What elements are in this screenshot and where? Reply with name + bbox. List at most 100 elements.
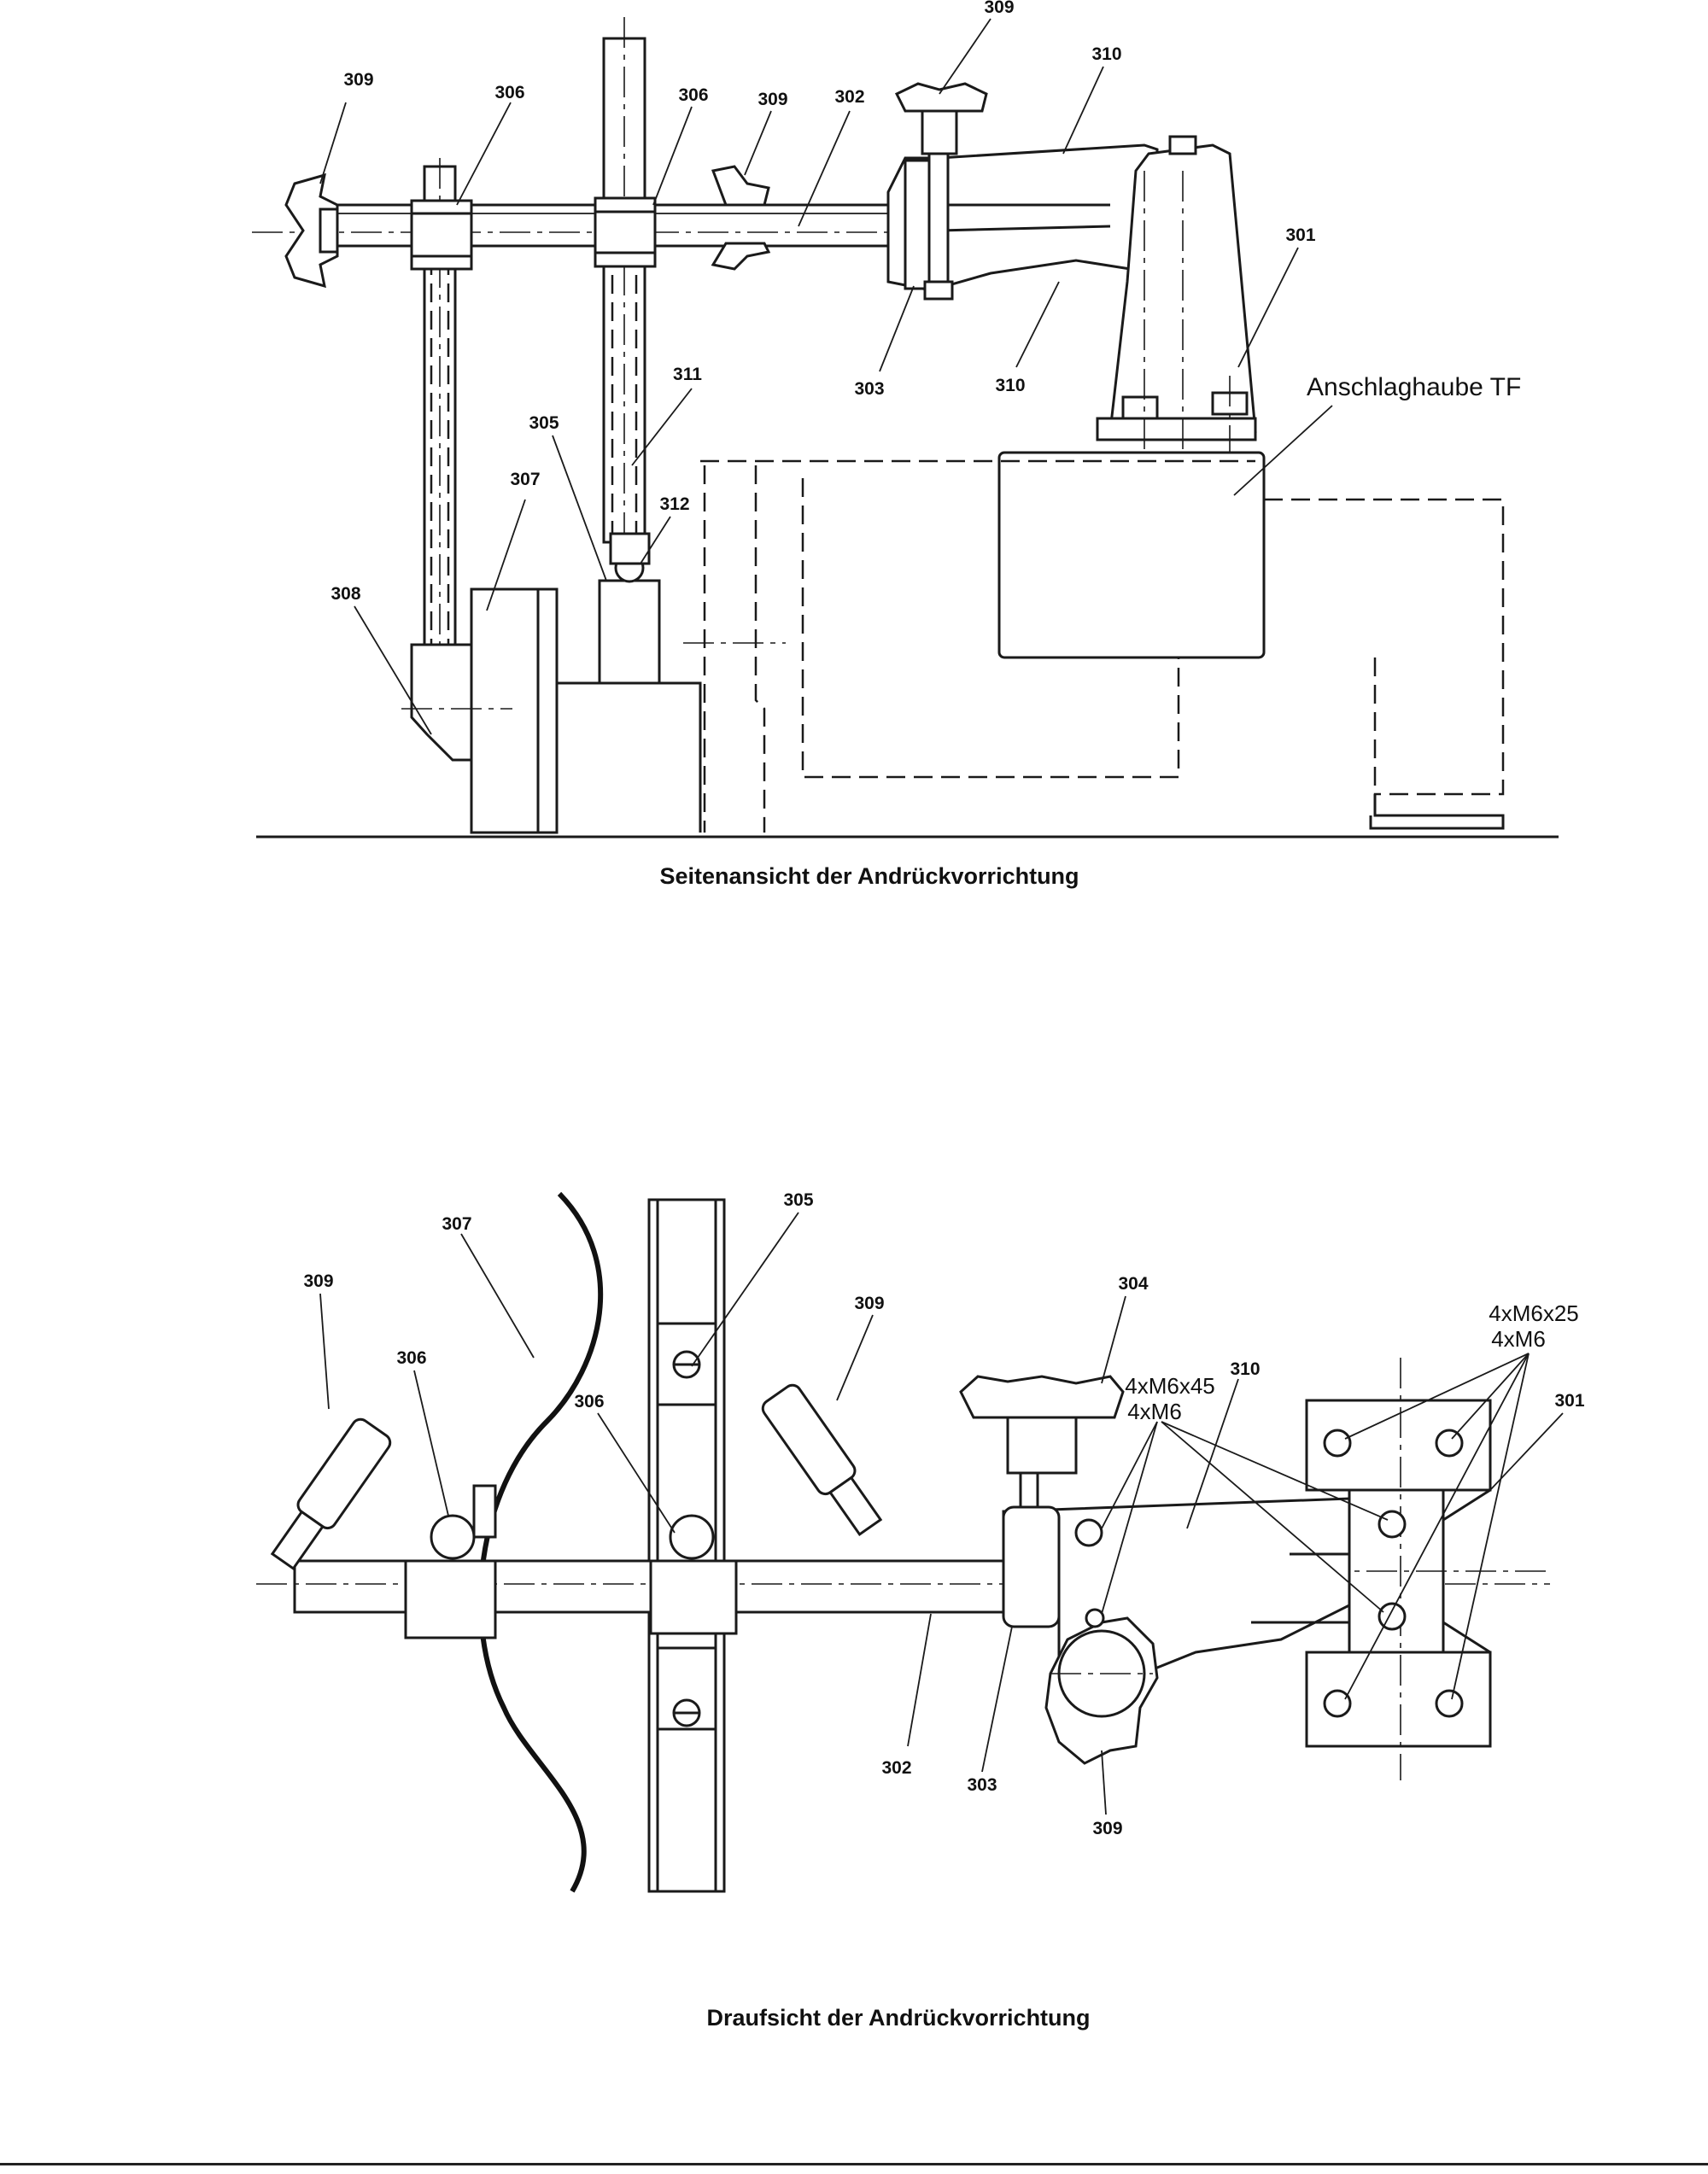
label-303-top-view: 303 (967, 1775, 997, 1795)
leader-line (1101, 1295, 1126, 1384)
screw-m6x45-3 (1378, 1602, 1407, 1631)
screw-m6x25-4 (1435, 1689, 1464, 1718)
knob-stem (828, 1476, 883, 1536)
leader-line (1489, 1412, 1564, 1491)
screw-m6x25-1 (1323, 1429, 1352, 1458)
leader-line (1344, 1353, 1530, 1440)
support-block (557, 681, 702, 833)
note-4xm6-left: 4xM6 (1127, 1399, 1182, 1424)
top-view: 305 307 309 309 304 306 306 310 301 302 … (256, 1190, 1585, 2031)
angled-knob-309-right (761, 1383, 883, 1536)
screw-shaft (927, 152, 950, 292)
caption-top-view: Draufsicht der Andrückvorrichtung (706, 2005, 1090, 2031)
leader-line (836, 1314, 874, 1401)
label-304-top: 304 (1118, 1274, 1148, 1294)
leader-line (1186, 1378, 1239, 1529)
base-screw (1121, 395, 1159, 420)
leader-line (907, 1613, 932, 1747)
clamp-block-left (404, 1559, 497, 1639)
star-knob-309-middle-bottom (711, 242, 771, 271)
knob-pin (1085, 1608, 1105, 1628)
knob-body (761, 1383, 857, 1496)
leader-line (879, 285, 915, 372)
clamp-block-right (649, 1559, 738, 1635)
label-309-bottom: 309 (1092, 1819, 1122, 1838)
knob-stem (921, 109, 958, 155)
label-307: 307 (510, 470, 540, 489)
leader-line (744, 110, 772, 176)
holder-308 (410, 643, 473, 762)
note-4xm6x25: 4xM6x25 (1489, 1300, 1579, 1326)
arm-edge (1251, 1552, 1349, 1624)
leader-line (691, 1212, 799, 1367)
leader-line (640, 516, 671, 564)
leader-line (319, 1293, 330, 1410)
label-302-top-view: 302 (881, 1758, 911, 1778)
label-308: 308 (330, 584, 360, 604)
label-309-left: 309 (343, 70, 373, 90)
label-309-top-right: 309 (854, 1294, 884, 1313)
leader-line (631, 388, 693, 466)
label-301-top-view: 301 (1554, 1391, 1584, 1411)
hidden-outline (754, 465, 766, 833)
clamp-jaw-303-top (1002, 1505, 1061, 1628)
label-312: 312 (659, 494, 689, 514)
label-306-right: 306 (678, 85, 708, 105)
label-306-left: 306 (494, 83, 524, 102)
hidden-outline (801, 478, 1180, 779)
curved-workpiece-307 (477, 1191, 604, 1893)
leader-line (1237, 247, 1299, 368)
label-303: 303 (854, 379, 884, 399)
clamp-block-306-left (410, 199, 473, 271)
clamp-pivot-right (669, 1514, 715, 1560)
knob-stem (270, 1510, 325, 1570)
plate-307 (470, 587, 559, 834)
clamp-pivot-left (430, 1514, 476, 1560)
page-bottom-rule (0, 2163, 1708, 2165)
arm-edge (939, 225, 1111, 232)
base-edge (1442, 1621, 1491, 1654)
anschlaghaube-housing (997, 451, 1266, 659)
label-310-top-view: 310 (1230, 1359, 1260, 1379)
screw-m6x25-3 (1323, 1689, 1352, 1718)
leader-line (552, 435, 607, 581)
leader-line (1451, 1353, 1530, 1700)
knob-304 (959, 1375, 1125, 1419)
clamp-block-306-right (594, 196, 657, 268)
leader-line (413, 1370, 449, 1517)
leader-line (597, 1412, 676, 1534)
label-306-top-left: 306 (396, 1348, 426, 1368)
knob-stem (1006, 1416, 1078, 1475)
clamp-tab (472, 1484, 497, 1539)
leader-line (1101, 1750, 1107, 1815)
leader-line (1161, 1421, 1389, 1521)
pressure-block-305 (598, 579, 661, 685)
screw-m6x45-1 (1074, 1518, 1103, 1547)
star-knob-309-left (284, 172, 339, 289)
label-302: 302 (834, 87, 864, 107)
label-310-top: 310 (1091, 44, 1121, 64)
top-knob-309 (894, 82, 988, 113)
leader-line (798, 110, 851, 227)
leader-line (1161, 1421, 1384, 1613)
leader-line (1344, 1353, 1530, 1700)
screw-nut (923, 280, 954, 301)
note-4xm6x45: 4xM6x45 (1125, 1373, 1215, 1399)
side-view: 309 309 306 306 309 302 310 301 303 310 … (252, 0, 1559, 889)
note-4xm6-right: 4xM6 (1491, 1326, 1546, 1352)
leader-line (1101, 1421, 1158, 1615)
leader-line (319, 102, 347, 184)
angled-knob-309-left (270, 1417, 392, 1570)
leader-line (1015, 281, 1060, 368)
caption-side-view: Seitenansicht der Andrückvorrichtung (659, 863, 1079, 889)
base-cap (1168, 135, 1197, 155)
label-310-bottom: 310 (995, 376, 1025, 395)
label-309-middle: 309 (757, 90, 787, 109)
base-foot (1096, 417, 1257, 441)
leader-line (1233, 405, 1333, 496)
star-knob-309-middle-top (711, 165, 770, 207)
label-309-top-left: 309 (303, 1271, 333, 1291)
label-305-top: 305 (783, 1190, 813, 1210)
